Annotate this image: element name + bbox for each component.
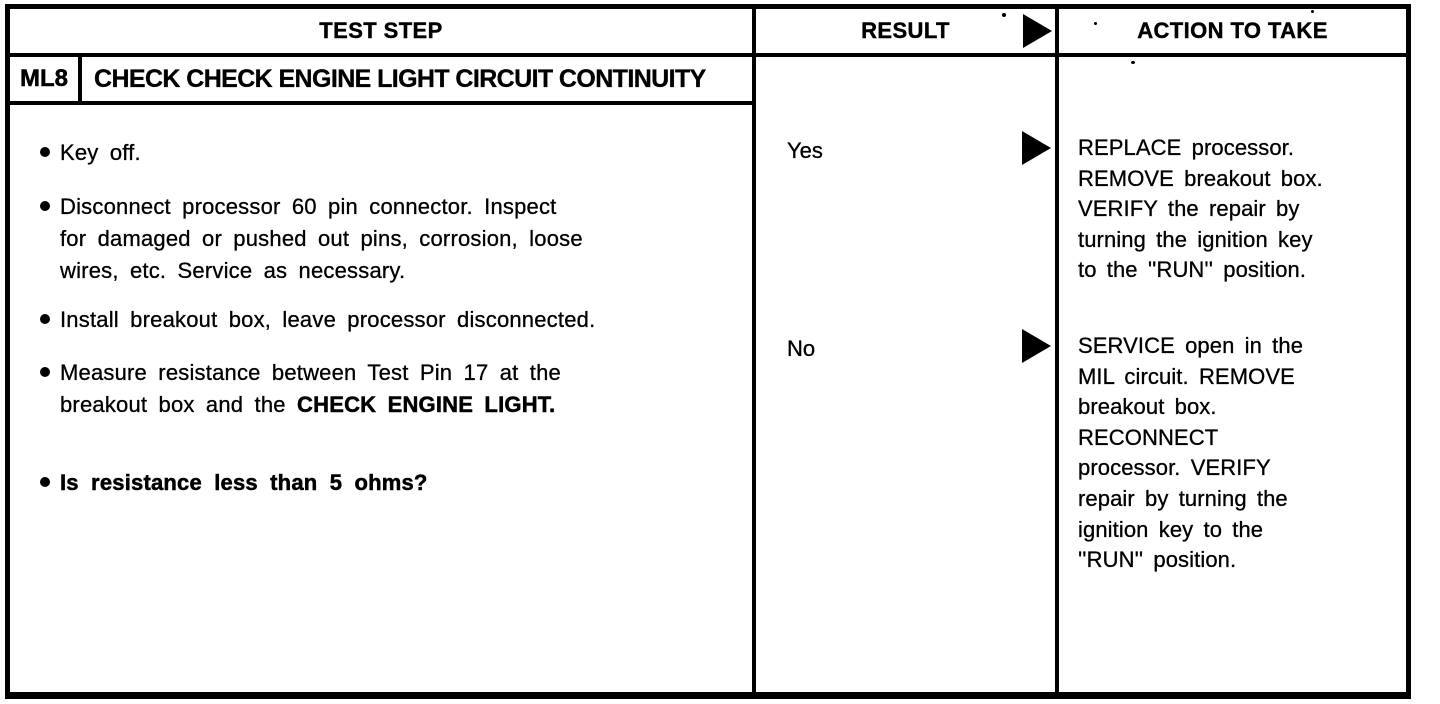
step-id: ML8 — [10, 57, 82, 101]
scan-speck — [1002, 13, 1006, 17]
bullet-icon — [40, 367, 50, 377]
bullet-icon — [40, 147, 50, 157]
bullet-text: Is resistance less than 5 ohms? — [60, 470, 428, 496]
test-step-bullet-measure: Measure resistance between Test Pin 17 a… — [40, 357, 735, 421]
test-step-bullet-install: Install breakout box, leave processor di… — [40, 304, 735, 336]
bullet-text: Install breakout box, leave processor di… — [60, 307, 596, 332]
measure-line1: Measure resistance between Test Pin 17 a… — [60, 360, 561, 385]
bullet-text: Key off. — [60, 140, 141, 165]
action-text-no: SERVICE open in the MIL circuit. REMOVE … — [1078, 333, 1304, 573]
result-label-no: No — [787, 336, 816, 361]
measure-line2: breakout box and the — [60, 392, 298, 417]
test-step-bullet-disconnect: Disconnect processor 60 pin connector. I… — [40, 191, 735, 287]
column-divider-result-action — [1055, 9, 1059, 692]
result-label-yes: Yes — [787, 138, 823, 163]
measure-line2-emphasis: CHECK ENGINE LIGHT. — [297, 392, 556, 418]
scan-speck — [1131, 61, 1135, 64]
bullet-text: Measure resistance between Test Pin 17 a… — [60, 357, 561, 421]
action-text-yes: REPLACE processor. REMOVE breakout box. … — [1078, 135, 1323, 283]
scan-speck — [1311, 10, 1314, 13]
bullet-text: Disconnect processor 60 pin connector. I… — [60, 194, 583, 283]
step-header-bar: ML8 CHECK CHECK ENGINE LIGHT CIRCUIT CON… — [10, 57, 752, 105]
test-step-bullet-key-off: Key off. — [40, 137, 735, 169]
bullet-icon — [40, 477, 50, 487]
column-divider-test-result — [752, 9, 756, 692]
header-separator-line — [10, 53, 1406, 57]
diagnostic-test-table: TEST STEP RESULT ACTION TO TAKE ML8 CHEC… — [5, 4, 1411, 699]
bullet-icon — [40, 314, 50, 324]
result-arrow-icon — [1022, 131, 1051, 165]
column-header-test-step: TEST STEP — [319, 18, 443, 43]
test-step-bullet-question: Is resistance less than 5 ohms? — [40, 467, 735, 499]
scan-speck — [1094, 22, 1097, 25]
result-arrow-icon — [1022, 329, 1051, 363]
column-header-action-to-take: ACTION TO TAKE — [1137, 18, 1328, 43]
result-arrow-icon — [1023, 14, 1052, 48]
bullet-icon — [40, 201, 50, 211]
step-title: CHECK CHECK ENGINE LIGHT CIRCUIT CONTINU… — [94, 65, 707, 93]
column-header-result: RESULT — [861, 18, 950, 43]
